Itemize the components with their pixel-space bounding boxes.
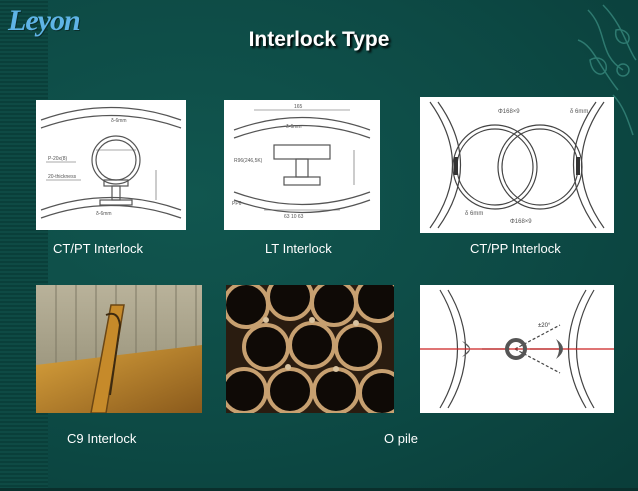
svg-text:63 10 63: 63 10 63 [284,214,304,220]
svg-text:165: 165 [294,104,303,110]
bottom-border [0,488,638,491]
slide-title: Interlock Type [248,28,390,51]
svg-text:20-thickness: 20-thickness [48,174,77,180]
svg-text:P-20x(8): P-20x(8) [48,156,68,162]
caption-ct-pp-interlock: CT/PP Interlock [470,241,561,256]
caption-c9-interlock: C9 Interlock [67,431,137,446]
o-pile-drawing: ±20° [420,285,614,413]
svg-text:Φ168×9: Φ168×9 [498,109,520,115]
brand-logo: Leyon [8,4,81,37]
svg-text:δ 6mm: δ 6mm [465,211,483,217]
lt-interlock-drawing: 165 δ-6mm R96(246,5K) 63 10 63 PP6 [224,100,380,230]
svg-text:±20°: ±20° [538,323,551,329]
o-pile-photo [226,285,394,413]
svg-text:δ-6mm: δ-6mm [111,118,127,124]
ct-pp-interlock-drawing: Φ168×9 δ 6mm δ 6mm Φ168×9 [420,97,614,233]
caption-ct-pt-interlock: CT/PT Interlock [53,241,144,256]
caption-o-pile: O pile [384,431,418,446]
svg-text:δ-6mm: δ-6mm [96,211,112,217]
c9-interlock-photo [36,285,202,413]
svg-text:Φ168×9: Φ168×9 [510,219,532,225]
svg-text:δ 6mm: δ 6mm [570,109,588,115]
left-decor-strip [0,0,48,491]
ct-pt-interlock-drawing: P-20x(8) 20-thickness δ-6mm δ-6mm [36,100,186,230]
floral-ornament-icon [577,4,637,136]
svg-text:δ-6mm: δ-6mm [286,124,302,130]
svg-text:R96(246,5K): R96(246,5K) [234,158,263,164]
caption-lt-interlock: LT Interlock [265,241,332,256]
svg-text:PP6: PP6 [232,201,242,207]
